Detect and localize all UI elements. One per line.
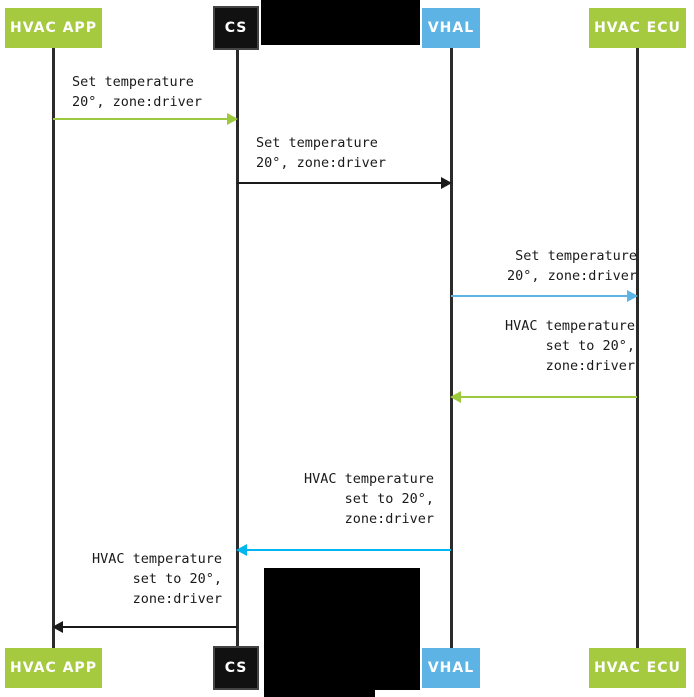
message-label-6: HVAC temperature set to 20°, zone:driver	[42, 549, 222, 609]
participant-vhal-bottom[interactable]: VHAL	[422, 648, 480, 688]
participant-label: CS	[224, 660, 248, 676]
message-label-5: HVAC temperature set to 20°, zone:driver	[254, 469, 434, 529]
message-label-4: HVAC temperature set to 20°, zone:driver	[463, 316, 635, 376]
lifeline-cs	[236, 50, 239, 646]
message-arrow-head-2	[441, 177, 452, 189]
participant-label: HVAC ECU	[594, 660, 681, 676]
message-label-line: set to 20°,	[545, 338, 635, 354]
message-label-line: Set temperature	[72, 74, 194, 90]
lifeline-hvac-ecu	[636, 48, 639, 648]
message-label-line: HVAC temperature	[504, 318, 635, 334]
message-label-line: Set temperature	[515, 248, 637, 264]
participant-label: HVAC ECU	[594, 20, 681, 36]
message-label-line: 20°, zone:driver	[256, 155, 387, 171]
message-label-line: set to 20°,	[132, 571, 222, 587]
message-arrow-head-1	[227, 113, 238, 125]
participant-cs-bottom[interactable]: CS	[213, 646, 259, 690]
redaction-top	[261, 0, 420, 45]
message-label-2: Set temperature 20°, zone:driver	[256, 133, 416, 173]
participant-hvac-ecu-top[interactable]: HVAC ECU	[589, 8, 686, 48]
message-arrow-head-3	[627, 290, 638, 302]
message-label-line: 20°, zone:driver	[72, 94, 203, 110]
message-label-line: set to 20°,	[344, 491, 434, 507]
message-label-line: zone:driver	[132, 591, 222, 607]
lifeline-hvac-app	[52, 48, 55, 648]
message-arrow-line-6	[62, 626, 237, 628]
message-arrow-line-4	[460, 396, 637, 398]
participant-label: HVAC APP	[10, 20, 97, 36]
message-arrow-head-4	[450, 391, 461, 403]
message-label-line: HVAC temperature	[303, 471, 434, 487]
participant-vhal-top[interactable]: VHAL	[422, 8, 480, 48]
message-label-line: zone:driver	[344, 511, 434, 527]
message-arrow-head-5	[236, 544, 247, 556]
participant-label: VHAL	[427, 660, 475, 676]
participant-hvac-app-top[interactable]: HVAC APP	[5, 8, 102, 48]
lifeline-vhal	[450, 48, 453, 648]
participant-cs-top[interactable]: CS	[213, 6, 259, 50]
message-arrow-line-5	[246, 549, 451, 551]
participant-label: HVAC APP	[10, 660, 97, 676]
message-label-line: 20°, zone:driver	[506, 268, 637, 284]
message-label-1: Set temperature 20°, zone:driver	[72, 72, 232, 112]
message-arrow-line-2	[237, 182, 442, 184]
message-label-line: HVAC temperature	[91, 551, 222, 567]
message-arrow-line-3	[451, 295, 628, 297]
message-arrow-line-1	[53, 118, 228, 120]
participant-label: CS	[224, 20, 248, 36]
message-arrow-head-6	[52, 621, 63, 633]
redaction-bottom-tail	[264, 568, 375, 697]
participant-label: VHAL	[427, 20, 475, 36]
message-label-3: Set temperature 20°, zone:driver	[465, 246, 637, 286]
message-label-line: Set temperature	[256, 135, 378, 151]
message-label-line: zone:driver	[545, 358, 635, 374]
participant-hvac-ecu-bottom[interactable]: HVAC ECU	[589, 648, 686, 688]
participant-hvac-app-bottom[interactable]: HVAC APP	[5, 648, 102, 688]
